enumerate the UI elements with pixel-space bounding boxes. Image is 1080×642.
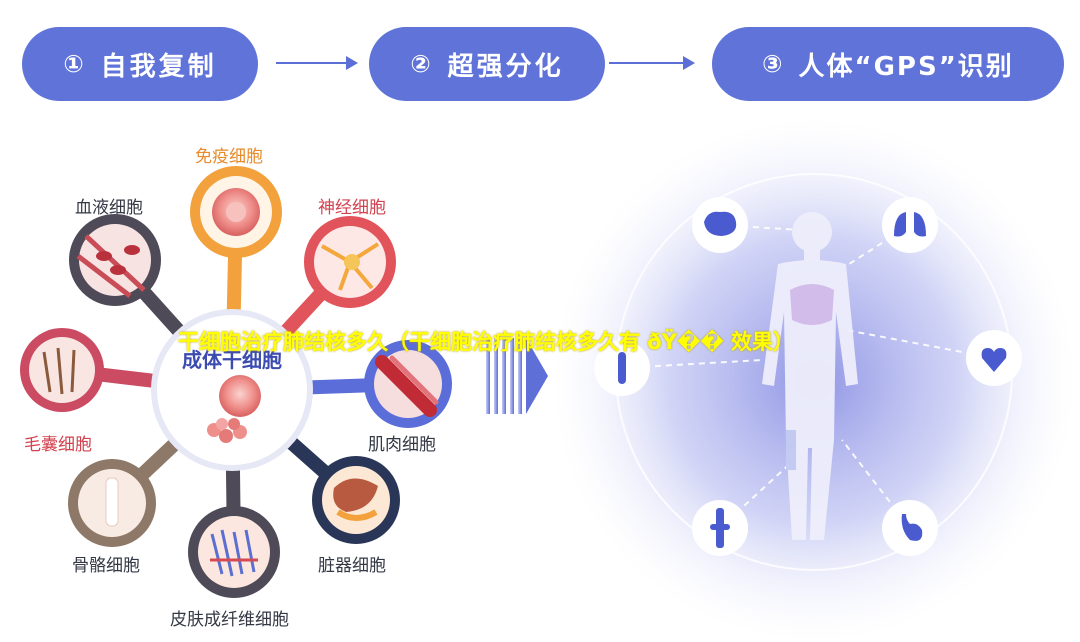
stem-cell-hub — [151, 309, 313, 471]
bone-joint-icon — [618, 352, 626, 384]
bone-node — [594, 340, 650, 396]
human-body-icon — [762, 212, 858, 540]
label-nerve-cell: 神经细胞 — [318, 198, 386, 218]
step-label: 人体“GPS”识别 — [798, 51, 1014, 82]
label-skin-fibroblast-cell: 皮肤成纤维细胞 — [170, 610, 289, 630]
fibroblast-icon — [210, 529, 256, 577]
heart-node — [966, 330, 1022, 386]
blood-cell-node — [69, 214, 161, 306]
stem-cell-icon — [219, 375, 261, 417]
step-number: ② — [410, 50, 434, 78]
label-bone-cell: 骨骼细胞 — [72, 556, 140, 576]
liver-icon — [333, 478, 378, 512]
stomach-icon — [901, 514, 923, 541]
transition-arrow-icon — [486, 338, 548, 414]
heart-icon — [981, 348, 1007, 372]
arrow-right-icon — [609, 56, 695, 70]
lungs-node — [882, 197, 938, 253]
label-hair-follicle-cell: 毛囊细胞 — [24, 435, 92, 455]
step-differentiation: ② 超强分化 — [369, 27, 605, 101]
bone-icon — [105, 477, 119, 527]
step-number: ① — [63, 50, 87, 78]
step-label: 超强分化 — [447, 51, 564, 82]
step-number: ③ — [762, 50, 785, 78]
step-label: 自我复制 — [100, 51, 217, 82]
organ-cell-node — [312, 456, 400, 544]
brain-icon — [704, 211, 737, 236]
label-organ-cell: 脏器细胞 — [318, 556, 386, 576]
step-gps-recognition: ③ 人体“GPS”识别 — [712, 27, 1064, 101]
nerve-cell-node — [304, 216, 396, 308]
blood-cell-icon — [96, 251, 112, 261]
immune-cell-node — [190, 166, 282, 258]
lungs-icon — [894, 212, 926, 237]
brain-node — [692, 197, 748, 253]
hair-follicle-icon — [42, 347, 76, 395]
overlay-title: 干细胞治疗肺结核多久（干细胞治疗肺结核多久有 ðŸ�� 效果） — [178, 330, 795, 354]
label-blood-cell: 血液细胞 — [75, 198, 143, 218]
skin-fibroblast-cell-node — [188, 506, 280, 598]
joint-node — [692, 500, 748, 556]
muscle-fiber-icon — [375, 355, 437, 417]
muscle-cell-node — [364, 340, 452, 428]
arrow-right-icon — [276, 56, 358, 70]
stomach-node — [882, 500, 938, 556]
label-immune-cell: 免疫细胞 — [195, 147, 263, 167]
step-self-replication: ① 自我复制 — [22, 27, 258, 101]
hair-follicle-cell-node — [20, 328, 104, 412]
bone-cell-node — [68, 459, 156, 547]
stem-cell-label: 成体干细胞 — [182, 348, 282, 372]
label-muscle-cell: 肌肉细胞 — [368, 435, 436, 455]
